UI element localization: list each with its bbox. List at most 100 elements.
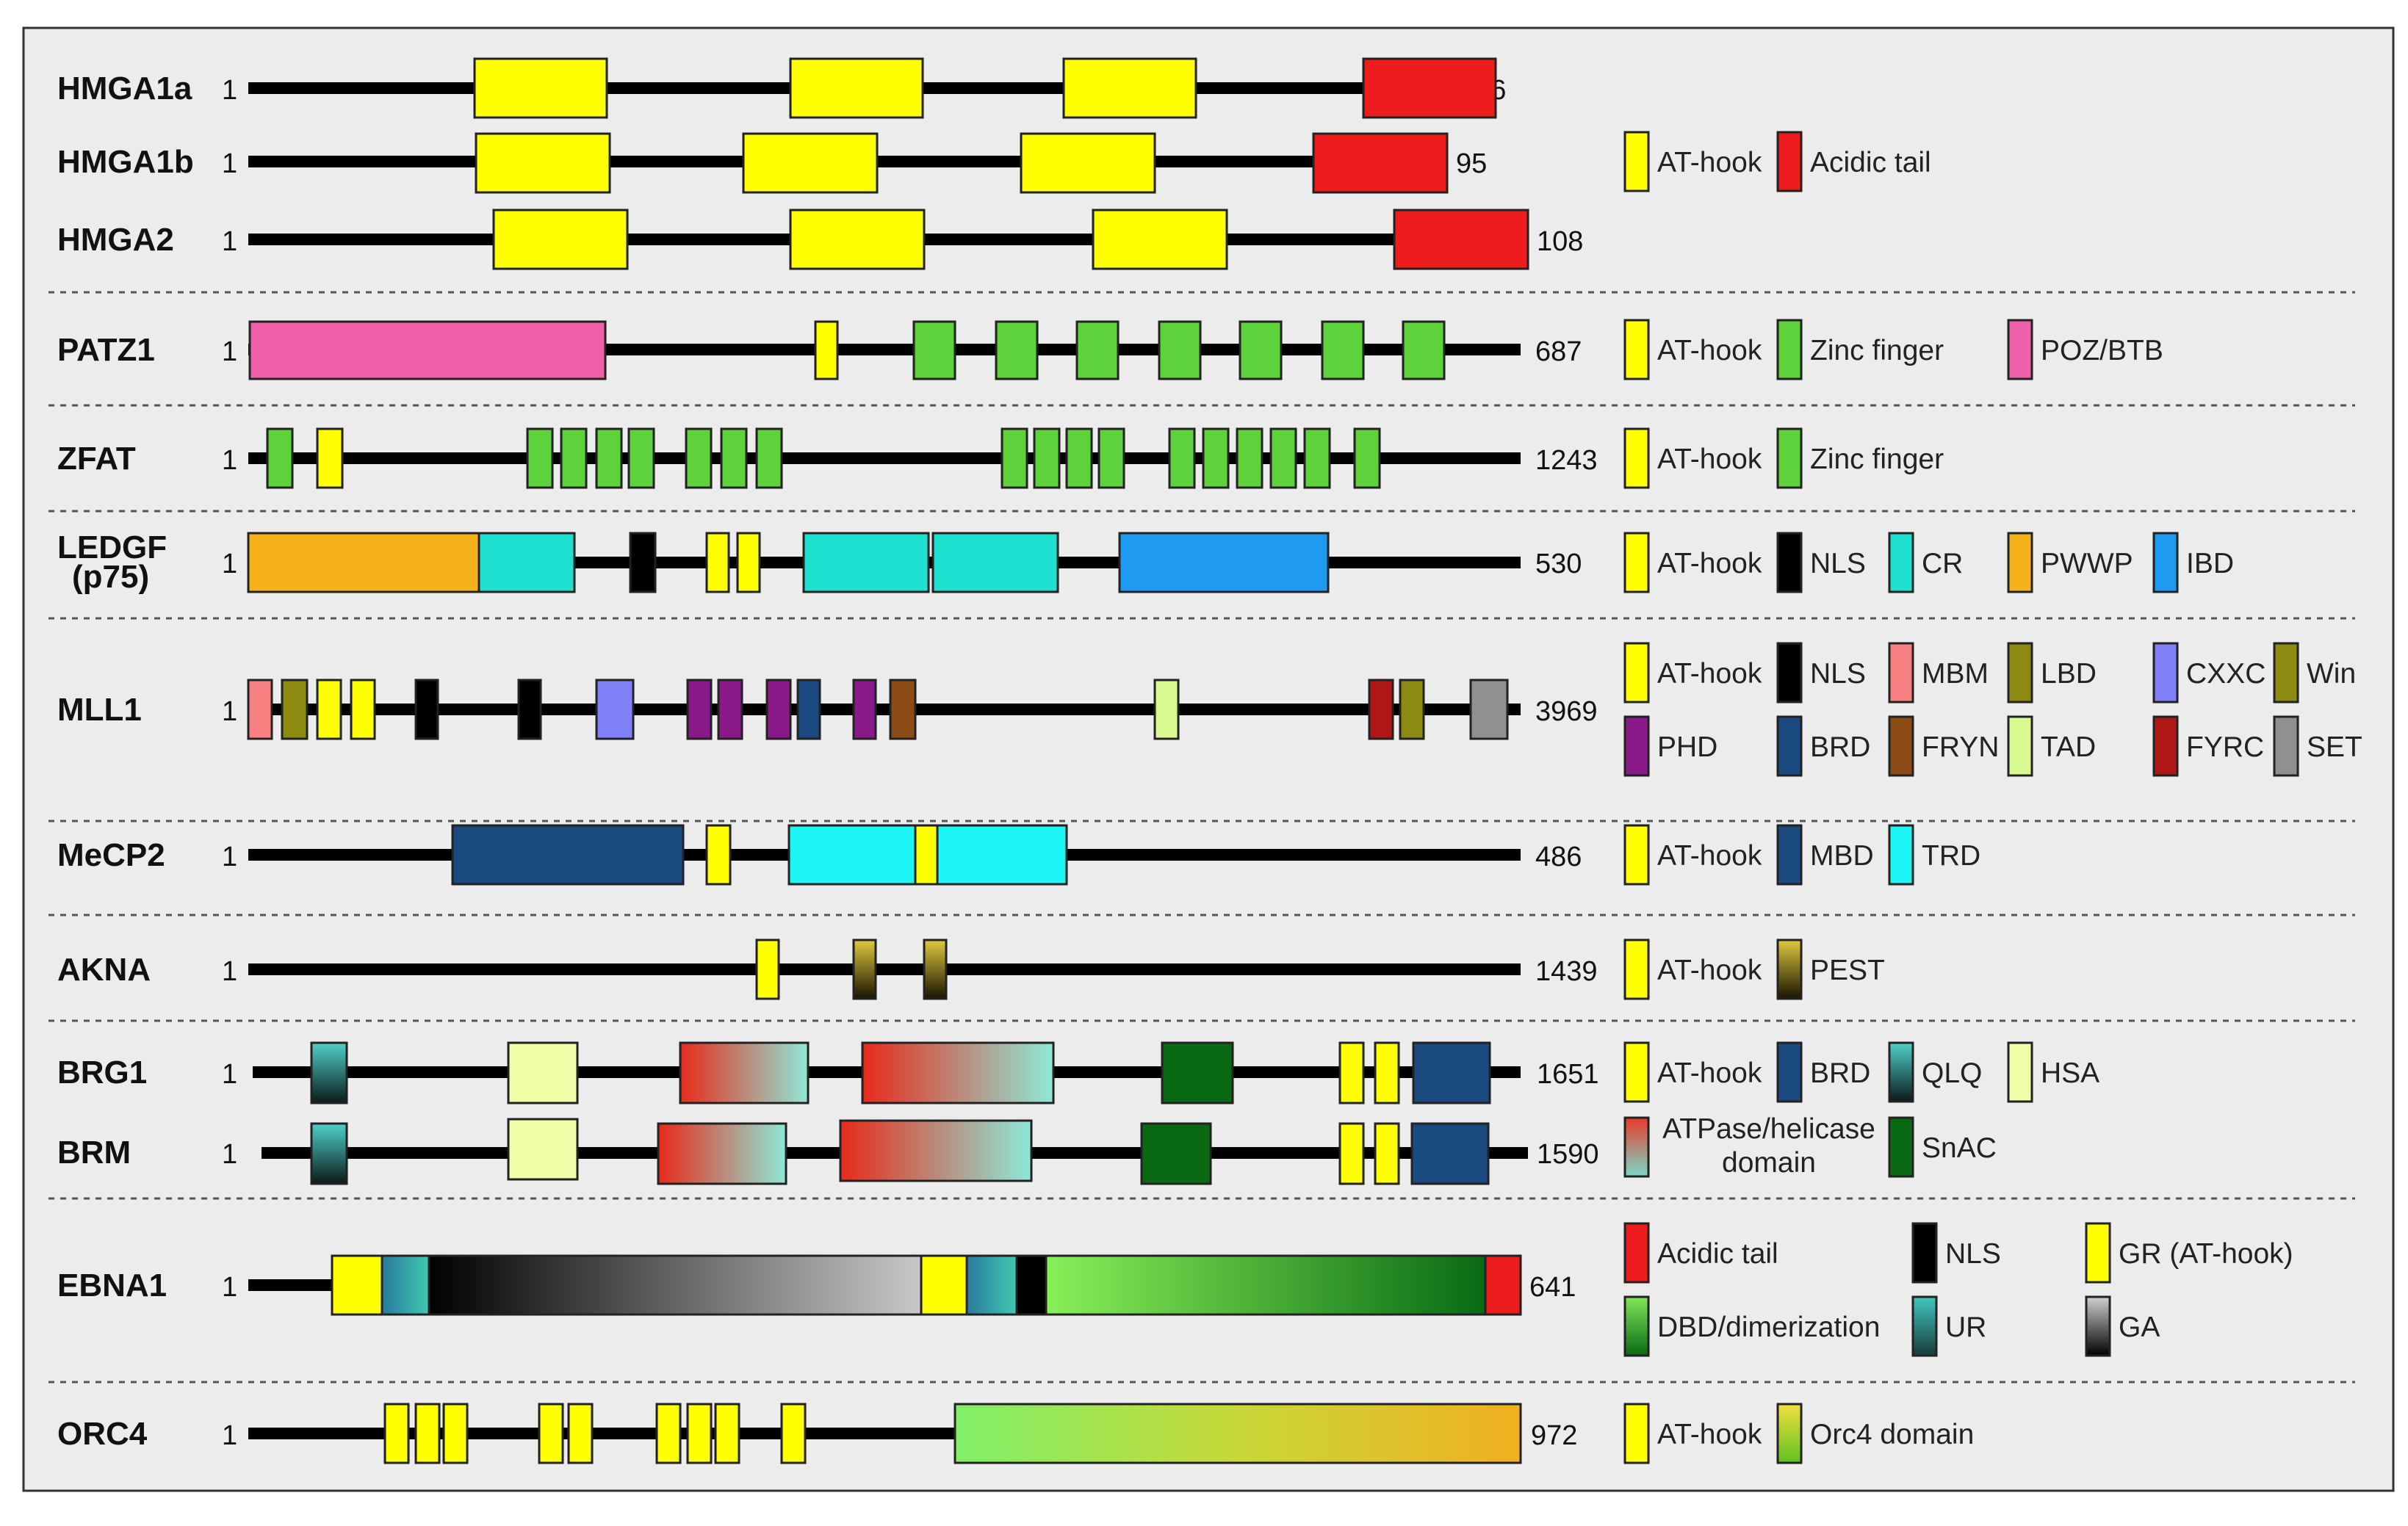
legend-label-nls: NLS [1810, 548, 1866, 579]
qlq-domain [310, 1122, 348, 1185]
nls-domain [517, 679, 542, 740]
qlq-domain [310, 1041, 348, 1104]
brd-domain [796, 679, 821, 740]
legend-label-at-hook: AT-hook [1657, 658, 1762, 690]
legend-label-brd: BRD [1810, 1057, 1870, 1089]
gr-at-hook-domain [920, 1254, 968, 1316]
start-residue-ebna1: 1 [222, 1272, 237, 1303]
atpase-helicase-domain [839, 1119, 1033, 1182]
legend-swatch-at-hook [1623, 1403, 1650, 1464]
legend-label-snac: SnAC [1922, 1132, 1997, 1164]
protein-name-orc4: ORC4 [57, 1416, 148, 1452]
at-hook-domain [755, 939, 780, 1000]
protein-name-brm: BRM [57, 1135, 131, 1171]
legend-label-at-hook: AT-hook [1657, 955, 1762, 986]
at-hook-domain [736, 532, 761, 593]
at-hook-domain [780, 1403, 807, 1464]
legend-swatch-qlq [1888, 1041, 1914, 1103]
win-domain [1399, 679, 1425, 740]
protein-name-akna: AKNA [57, 952, 151, 988]
legend-swatch-trd [1888, 824, 1914, 886]
legend-swatch-ibd [2152, 532, 2179, 593]
pwwp-domain [247, 532, 480, 593]
legend-label-at-hook: AT-hook [1657, 548, 1762, 579]
lbd-domain [281, 679, 309, 740]
at-hook-domain [1374, 1122, 1400, 1185]
end-residue-hmga2: 108 [1537, 226, 1583, 257]
zinc-finger-domain [995, 320, 1039, 380]
at-hook-domain [705, 824, 732, 886]
legend-swatch-poz-btb [2007, 319, 2033, 380]
at-hook-domain [1092, 209, 1228, 270]
legend-swatch-brd [1776, 715, 1803, 777]
protein-name-ledgf: LEDGF [57, 529, 167, 565]
end-residue-ledgf: 530 [1535, 549, 1582, 579]
at-hook-domain [414, 1403, 441, 1464]
legend-swatch-brd [1776, 1041, 1803, 1103]
legend-label-atpase-helicase-line2: domain [1722, 1147, 1816, 1179]
at-hook-domain [714, 1403, 740, 1464]
legend-swatch-mbd [1776, 824, 1803, 886]
legend-swatch-nls [1776, 532, 1803, 593]
legend-swatch-at-hook [1623, 642, 1650, 704]
end-residue-mecp2: 486 [1535, 842, 1582, 872]
legend-label-nls: NLS [1810, 658, 1866, 690]
legend-swatch-at-hook [1623, 427, 1650, 489]
legend-label-at-hook: AT-hook [1657, 840, 1762, 872]
legend-label-fryn: FRYN [1922, 731, 1999, 763]
at-hook-domain [567, 1403, 594, 1464]
legend-label-at-hook: AT-hook [1657, 147, 1762, 178]
atpase-helicase-domain [657, 1122, 787, 1185]
legend-swatch-at-hook [1623, 131, 1650, 192]
tad-domain [1153, 679, 1180, 740]
end-residue-orc4: 972 [1531, 1420, 1577, 1451]
snac-domain [1140, 1122, 1212, 1185]
at-hook-domain [442, 1403, 469, 1464]
zinc-finger-domain [1202, 427, 1230, 489]
cxxc-domain [595, 679, 635, 740]
legend-label-orc4-domain: Orc4 domain [1810, 1419, 1974, 1450]
legend-label-ur: UR [1945, 1312, 1986, 1343]
at-hook-domain [1374, 1041, 1400, 1104]
legend-swatch-at-hook [1623, 532, 1650, 593]
legend-swatch-hsa [2007, 1041, 2033, 1103]
at-hook-domain [914, 824, 939, 886]
acidic-tail-domain [1484, 1254, 1522, 1316]
at-hook-domain [1020, 132, 1156, 194]
zinc-finger-domain [595, 427, 623, 489]
legend-label-gr-at-hook-: GR (AT-hook) [2119, 1238, 2293, 1270]
protein-name-zfat: ZFAT [57, 441, 136, 477]
legend-swatch-acidic-tail [1623, 1222, 1650, 1284]
zinc-finger-domain [1033, 427, 1061, 489]
at-hook-domain [316, 679, 342, 740]
dbd-dimerization-domain [1045, 1254, 1487, 1316]
at-hook-domain [475, 132, 611, 194]
legend-label-cxxc: CXXC [2186, 658, 2265, 690]
legend-label-acidic-tail: Acidic tail [1657, 1238, 1778, 1270]
phd-domain [765, 679, 792, 740]
zinc-finger-domain [266, 427, 294, 489]
legend-label-mbd: MBD [1810, 840, 1874, 872]
zinc-finger-domain [1075, 320, 1120, 380]
legend-label-at-hook: AT-hook [1657, 1419, 1762, 1450]
start-residue-patz1: 1 [222, 336, 237, 367]
legend-swatch-pest [1776, 939, 1803, 1000]
protein-name-ledgf-isoform: (p75) [72, 559, 149, 595]
atpase-helicase-domain [861, 1041, 1055, 1104]
zinc-finger-domain [526, 427, 554, 489]
zinc-finger-domain [1001, 427, 1028, 489]
nls-domain [414, 679, 439, 740]
end-residue-zfat: 1243 [1535, 445, 1598, 476]
legend-swatch-at-hook [1623, 1041, 1650, 1103]
protein-name-brg1: BRG1 [57, 1055, 147, 1091]
cr-domain [931, 532, 1059, 593]
legend-swatch-cr [1888, 532, 1914, 593]
at-hook-domain [814, 320, 839, 380]
at-hook-domain [789, 209, 926, 270]
legend-label-qlq: QLQ [1922, 1057, 1982, 1089]
start-residue-orc4: 1 [222, 1420, 237, 1451]
protein-name-hmga2: HMGA2 [57, 222, 174, 258]
legend-swatch-orc4-domain [1776, 1403, 1803, 1464]
legend-label-cr: CR [1922, 548, 1963, 579]
